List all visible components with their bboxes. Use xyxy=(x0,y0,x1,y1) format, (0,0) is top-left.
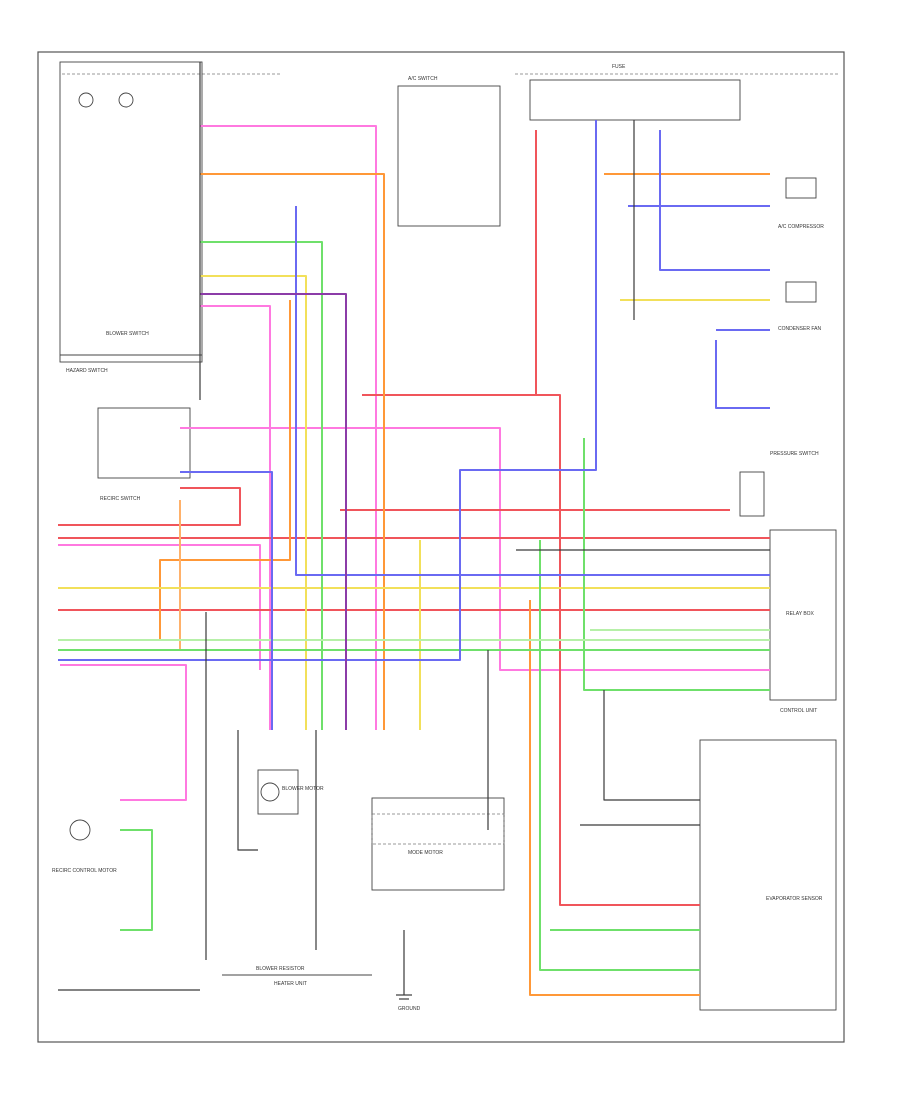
a-c-switch-label: A/C SWITCH xyxy=(408,76,438,82)
diagram-frame xyxy=(37,51,845,1043)
wire-orange-1 xyxy=(200,173,385,730)
relay-box-label: RELAY BOX xyxy=(786,611,815,617)
wire-black-3 xyxy=(237,730,258,851)
recirc-control-motor-label: RECIRC CONTROL MOTOR xyxy=(52,868,117,874)
mode-motor-inner xyxy=(371,813,505,845)
control-unit-block xyxy=(699,739,837,1011)
wire-blue-2 xyxy=(58,120,597,661)
wire-green-1 xyxy=(200,241,323,730)
recirc-switch-label: RECIRC SWITCH xyxy=(100,496,141,502)
fuse-block xyxy=(529,79,741,121)
wire-green-4 xyxy=(539,540,700,971)
wire-green-5 xyxy=(120,829,153,931)
condenser-fan-label: CONDENSER FAN xyxy=(778,326,821,332)
blower-motor-icon xyxy=(260,782,280,802)
indicator-lamp-icon xyxy=(78,92,94,108)
relay-box-block xyxy=(769,529,837,701)
wire-purple-1 xyxy=(200,293,347,730)
wire-blue-1 xyxy=(295,206,770,576)
wire-pink-1 xyxy=(200,125,377,730)
compressor-relay xyxy=(785,177,817,199)
wire-orange-5 xyxy=(120,500,181,651)
heater-unit-label: HEATER UNIT xyxy=(274,981,307,987)
hazard-switch-label: HAZARD SWITCH xyxy=(66,368,108,374)
ground-label: GROUND xyxy=(398,1006,421,1012)
wire-blue-3 xyxy=(180,471,273,730)
blower-resistor-label: BLOWER RESISTOR xyxy=(256,966,305,972)
fan-relay-block xyxy=(739,471,765,517)
mode-motor-label: MODE MOTOR xyxy=(408,850,443,856)
condenser-relay xyxy=(785,281,817,303)
wire-red-5 xyxy=(58,487,241,526)
blower-motor-block xyxy=(257,769,299,815)
wire-green-3 xyxy=(583,438,770,691)
recirc-control-motor-icon xyxy=(69,819,91,841)
a-c-compressor-label: A/C COMPRESSOR xyxy=(778,224,824,230)
wire-blue-4 xyxy=(659,130,770,271)
evaporator-sensor-label: EVAPORATOR SENSOR xyxy=(766,896,823,902)
wire-yellow-1 xyxy=(200,275,307,730)
a-c-switch-block xyxy=(397,85,501,227)
recirc-switch-block xyxy=(97,407,191,479)
switch-lamp-icon xyxy=(118,92,134,108)
wire-orange-4 xyxy=(529,600,700,996)
wire-blue-7 xyxy=(715,340,770,409)
wire-pink-5 xyxy=(58,544,261,670)
hazard-switch-block xyxy=(59,61,203,363)
wire-pink-2 xyxy=(180,427,770,671)
wire-black-7 xyxy=(603,690,700,801)
fuse-block-label: FUSE xyxy=(612,64,626,70)
wire-orange-3 xyxy=(159,300,291,640)
blower-switch-label: BLOWER SWITCH xyxy=(106,331,149,337)
control-unit-label: CONTROL UNIT xyxy=(780,708,817,714)
blower-motor-label: BLOWER MOTOR xyxy=(282,786,324,792)
wire-pink-4 xyxy=(60,664,187,801)
pressure-switch-label: PRESSURE SWITCH xyxy=(770,451,819,457)
